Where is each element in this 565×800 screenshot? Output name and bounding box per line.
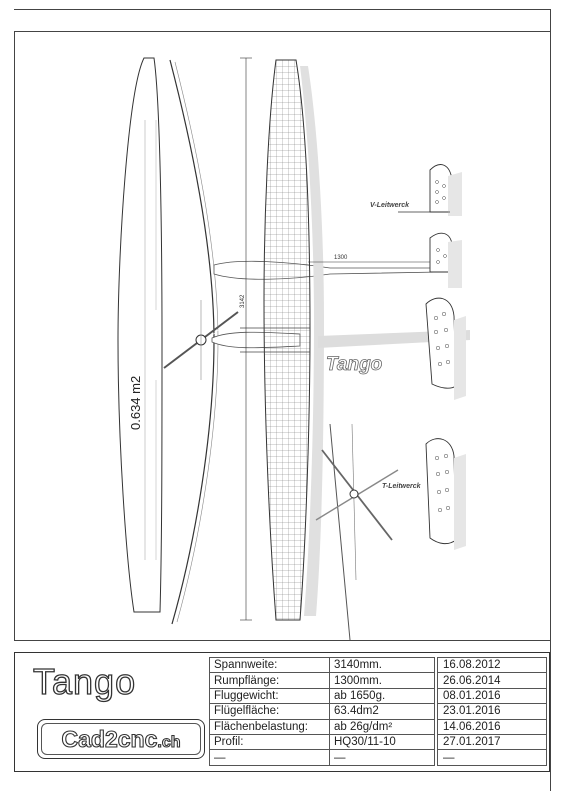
front-spinner-icon xyxy=(349,489,359,499)
spec-label: Flügelfläche: xyxy=(209,703,330,720)
frame-top xyxy=(14,31,550,32)
frame-left xyxy=(14,31,15,640)
brand-name: Cad2cnc.ch xyxy=(61,725,181,753)
spec-label: Profil: xyxy=(209,733,330,751)
revision-date: 16.08.2012 xyxy=(437,656,547,674)
spec-label: Spannweite: xyxy=(209,656,330,674)
main-wing-ribs xyxy=(263,59,311,621)
brand-badge-inner xyxy=(41,723,201,755)
spec-row: Flächenbelastung:ab 26g/dm² xyxy=(209,718,435,735)
span-dimension-label: 3142 xyxy=(240,294,246,308)
front-view-wing-right xyxy=(351,423,357,581)
revision-date: — xyxy=(437,749,547,766)
date-row: 27.01.2017 xyxy=(437,733,547,751)
spec-row: Fluggewicht:ab 1650g. xyxy=(209,687,435,705)
wing-area-label: 0.634 m2 xyxy=(128,376,143,430)
spec-value: 3140mm. xyxy=(329,656,435,674)
spec-row: Spannweite:3140mm. xyxy=(209,656,435,674)
wing-front-view xyxy=(169,59,215,625)
frame-bottom xyxy=(14,640,550,641)
spec-row: Flügelfläche:63.4dm2 xyxy=(209,703,435,720)
brand-badge: Cad2cnc.ch xyxy=(37,719,205,759)
tail-label-2: T-Leitwerck xyxy=(382,483,422,490)
date-row: 16.08.2012 xyxy=(437,656,547,674)
spec-label: Flächenbelastung: xyxy=(209,718,330,735)
spec-value: ab 26g/dm² xyxy=(329,718,435,735)
revision-date: 23.01.2016 xyxy=(437,703,547,720)
model-name: Tango xyxy=(32,660,137,702)
spec-label: — xyxy=(209,749,330,766)
revision-date: 14.06.2016 xyxy=(437,718,547,735)
date-row: 26.06.2014 xyxy=(437,672,547,689)
revision-date: 26.06.2014 xyxy=(437,672,547,689)
main-wing-shadow xyxy=(300,66,324,616)
wing-planform xyxy=(117,57,163,613)
spec-value: ab 1650g. xyxy=(329,687,435,705)
spec-value: HQ30/11-10 xyxy=(329,733,435,751)
spec-value: 63.4dm2 xyxy=(329,703,435,720)
tail-view-4 xyxy=(425,438,466,550)
fuselage-top-view xyxy=(213,260,441,280)
v-tail-view xyxy=(398,164,462,216)
tail-label-1: V-Leitwerck xyxy=(370,202,410,209)
title-block: Tango Cad2cnc.ch Spannweite:3140mm.Rumpf… xyxy=(14,652,550,772)
spec-label: Fluggewicht: xyxy=(209,687,330,705)
date-row: 23.01.2016 xyxy=(437,703,547,720)
brand-name-suffix: .ch xyxy=(157,733,181,751)
spec-label: Rumpflänge: xyxy=(209,672,330,689)
specs-table: Spannweite:3140mm.Rumpflänge:1300mm.Flug… xyxy=(209,656,435,766)
side-view-name: Tango xyxy=(326,354,382,375)
spec-value: 1300mm. xyxy=(329,672,435,689)
spec-row: Rumpflänge:1300mm. xyxy=(209,672,435,689)
spec-row: Profil:HQ30/11-10 xyxy=(209,733,435,751)
tail-view-2 xyxy=(429,232,462,288)
front-view-wing-left xyxy=(329,423,351,641)
tail-arm-dimension-label: 1300 xyxy=(334,255,348,261)
spec-value: — xyxy=(329,749,435,766)
revision-date: 08.01.2016 xyxy=(437,687,547,705)
date-row: — xyxy=(437,749,547,766)
revision-date: 27.01.2017 xyxy=(437,733,547,751)
date-row: 14.06.2016 xyxy=(437,718,547,735)
sheet-top-line xyxy=(14,9,550,10)
sheet-right-line xyxy=(550,9,551,791)
fin-view xyxy=(425,297,466,400)
spec-row: —— xyxy=(209,749,435,766)
date-row: 08.01.2016 xyxy=(437,687,547,705)
brand-name-main: Cad2cnc xyxy=(61,725,158,752)
